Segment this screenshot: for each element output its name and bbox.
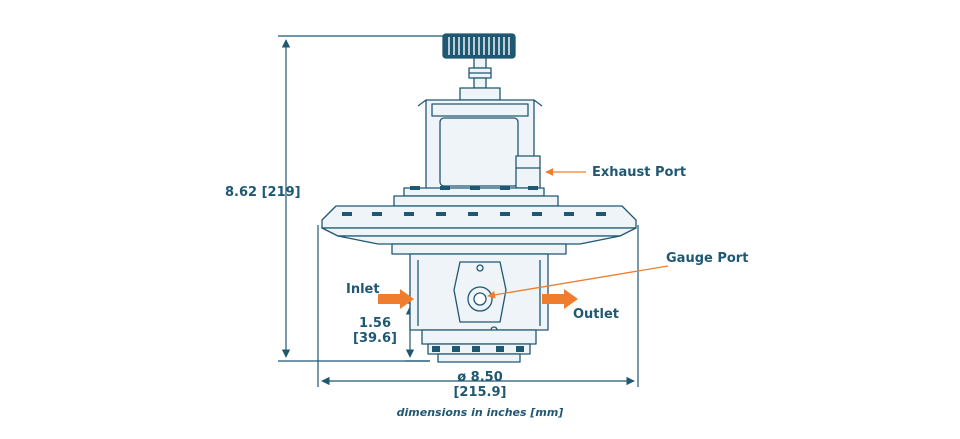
diameter-dimension	[317, 225, 639, 387]
inlet-height-inch-label: 1.56	[358, 316, 392, 331]
exhaust-port-label: Exhaust Port	[592, 165, 687, 180]
outlet-flow-arrow	[542, 289, 578, 309]
exhaust-port-fitting	[515, 155, 541, 189]
diameter-mm-label: [215.9]	[453, 385, 507, 400]
inlet-label: Inlet	[346, 282, 380, 297]
overall-height-label: 8.62 [219]	[225, 185, 301, 200]
inlet-flow-arrow	[378, 289, 414, 309]
dimensions-caption: dimensions in inches [mm]	[396, 406, 564, 419]
diameter-inch-label: ø 8.50	[457, 370, 503, 385]
inlet-height-mm-label: [39.6]	[353, 331, 397, 346]
gauge-port-leader	[487, 265, 669, 299]
gauge-port-label: Gauge Port	[666, 251, 749, 266]
overall-height-dimension	[278, 35, 450, 362]
regulator-body	[321, 33, 637, 363]
outlet-label: Outlet	[573, 307, 620, 322]
